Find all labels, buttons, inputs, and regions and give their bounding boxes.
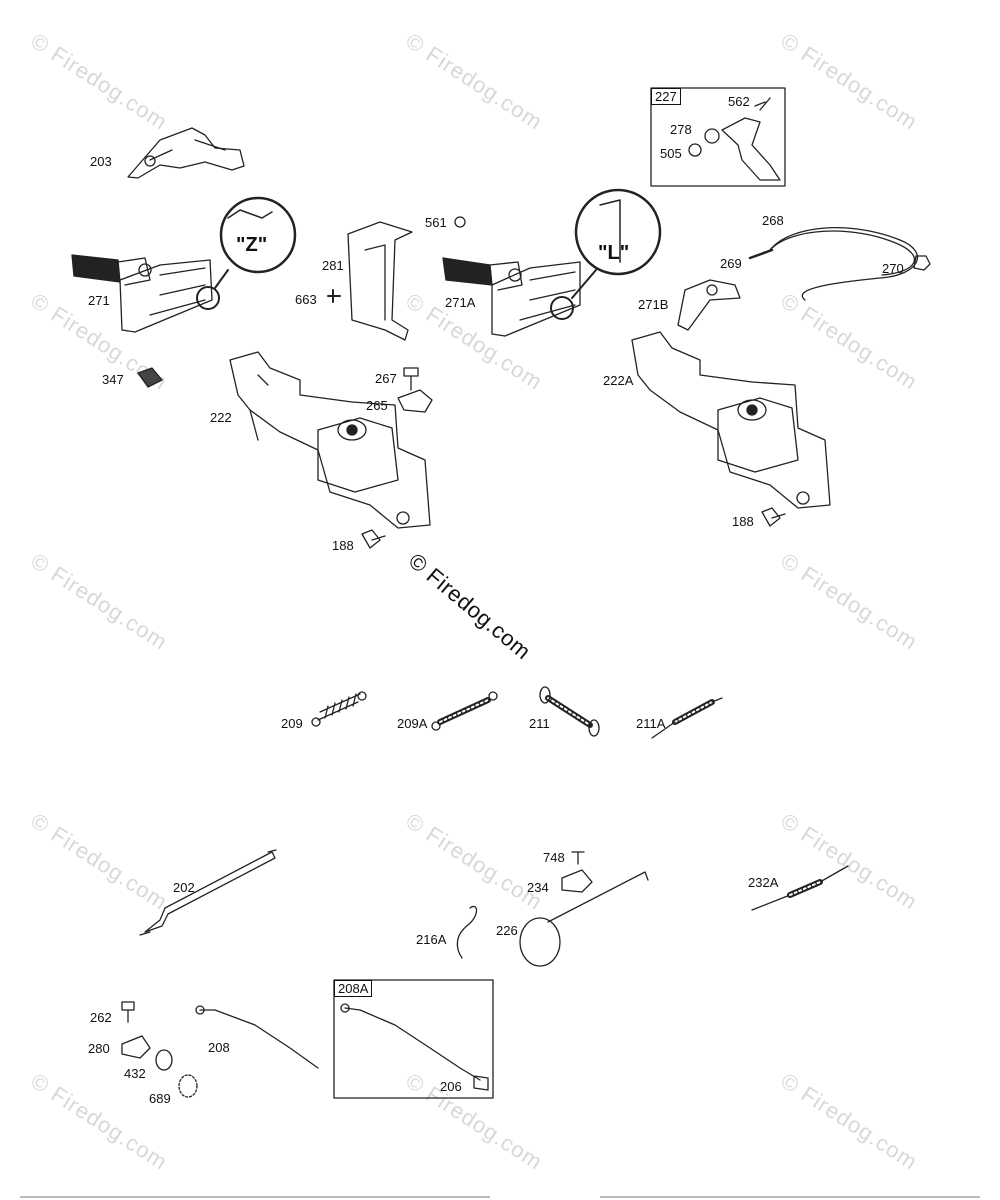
part-209-spring — [311, 691, 367, 727]
part-label-268: 268 — [762, 213, 784, 228]
part-label-202: 202 — [173, 880, 195, 895]
part-211-spring — [539, 686, 600, 737]
part-209a-spring — [431, 691, 498, 731]
part-280-clip — [121, 1035, 151, 1059]
part-432-bushing — [155, 1049, 173, 1071]
part-label-663: 663 — [295, 292, 317, 307]
part-label-206: 206 — [440, 1079, 462, 1094]
box-208a-frame — [333, 979, 494, 1099]
part-271-control — [71, 254, 213, 333]
box-227-label: 227 — [651, 88, 681, 105]
part-208-link — [195, 1005, 319, 1069]
part-label-281: 281 — [322, 258, 344, 273]
part-label-209: 209 — [281, 716, 303, 731]
part-188-bolt — [361, 529, 386, 549]
bottom-rule-right — [600, 1196, 980, 1198]
part-281-bracket — [347, 221, 413, 341]
part-188b-bolt — [761, 507, 786, 527]
part-270-nut — [913, 255, 931, 271]
part-232a-spring — [751, 865, 849, 911]
part-label-234: 234 — [527, 880, 549, 895]
callout-l-circle — [574, 188, 662, 276]
part-202-link — [144, 851, 276, 933]
part-label-208: 208 — [208, 1040, 230, 1055]
part-label-232a: 232A — [748, 875, 779, 890]
part-234-clip — [561, 869, 593, 893]
part-268-cable — [748, 227, 919, 301]
box-208a-label: 208A — [334, 980, 373, 997]
part-label-280: 280 — [88, 1041, 110, 1056]
part-label-188: 188 — [332, 538, 354, 553]
part-label-271b: 271B — [638, 297, 669, 312]
callout-l-label: "L" — [598, 242, 630, 264]
part-265-clip — [397, 389, 433, 413]
part-label-211a: 211A — [636, 716, 666, 731]
callout-z-pointer — [196, 286, 220, 310]
part-label-347: 347 — [102, 372, 124, 387]
part-label-216a: 216A — [416, 932, 447, 947]
part-label-222a: 222A — [603, 373, 634, 388]
part-267-bolt — [403, 367, 419, 391]
part-663-screw — [327, 289, 341, 303]
part-label-561: 561 — [425, 215, 447, 230]
callout-z-circle — [219, 196, 297, 274]
part-label-278: 278 — [670, 122, 692, 137]
part-label-271: 271 — [88, 293, 110, 308]
part-label-505: 505 — [660, 146, 682, 161]
part-689-spring — [178, 1074, 198, 1098]
callout-l-pointer — [550, 296, 574, 320]
part-226-rod — [519, 871, 649, 967]
part-label-211: 211 — [529, 716, 550, 731]
part-271a-control — [442, 257, 581, 337]
part-561-nut — [454, 216, 466, 228]
part-label-748: 748 — [543, 850, 565, 865]
part-label-269: 269 — [720, 256, 742, 271]
part-label-265: 265 — [366, 398, 388, 413]
part-label-203: 203 — [90, 154, 112, 169]
part-label-562: 562 — [728, 94, 750, 109]
part-label-270: 270 — [882, 261, 904, 276]
part-216a-spring — [456, 905, 478, 959]
callout-z-label: "Z" — [236, 234, 268, 256]
part-748-screw — [571, 851, 585, 865]
part-label-262: 262 — [90, 1010, 112, 1025]
part-label-689: 689 — [149, 1091, 171, 1106]
part-label-432: 432 — [124, 1066, 146, 1081]
part-208a-link — [340, 1003, 489, 1091]
part-label-222: 222 — [210, 410, 232, 425]
part-211a-spring — [651, 697, 723, 739]
part-203-bracket — [127, 127, 245, 179]
part-227-assembly — [688, 97, 781, 181]
part-label-267: 267 — [375, 371, 397, 386]
part-label-226: 226 — [496, 923, 518, 938]
bottom-rule-left — [20, 1196, 490, 1198]
part-262-screw — [121, 1001, 135, 1023]
part-222-governor — [229, 351, 431, 529]
part-label-188b: 188 — [732, 514, 754, 529]
part-label-209a: 209A — [397, 716, 428, 731]
part-222a-governor — [631, 331, 831, 509]
part-347-clip — [137, 367, 163, 388]
part-label-271a: 271A — [445, 295, 476, 310]
box-227-frame — [650, 87, 786, 187]
part-271b-lever — [677, 279, 741, 331]
